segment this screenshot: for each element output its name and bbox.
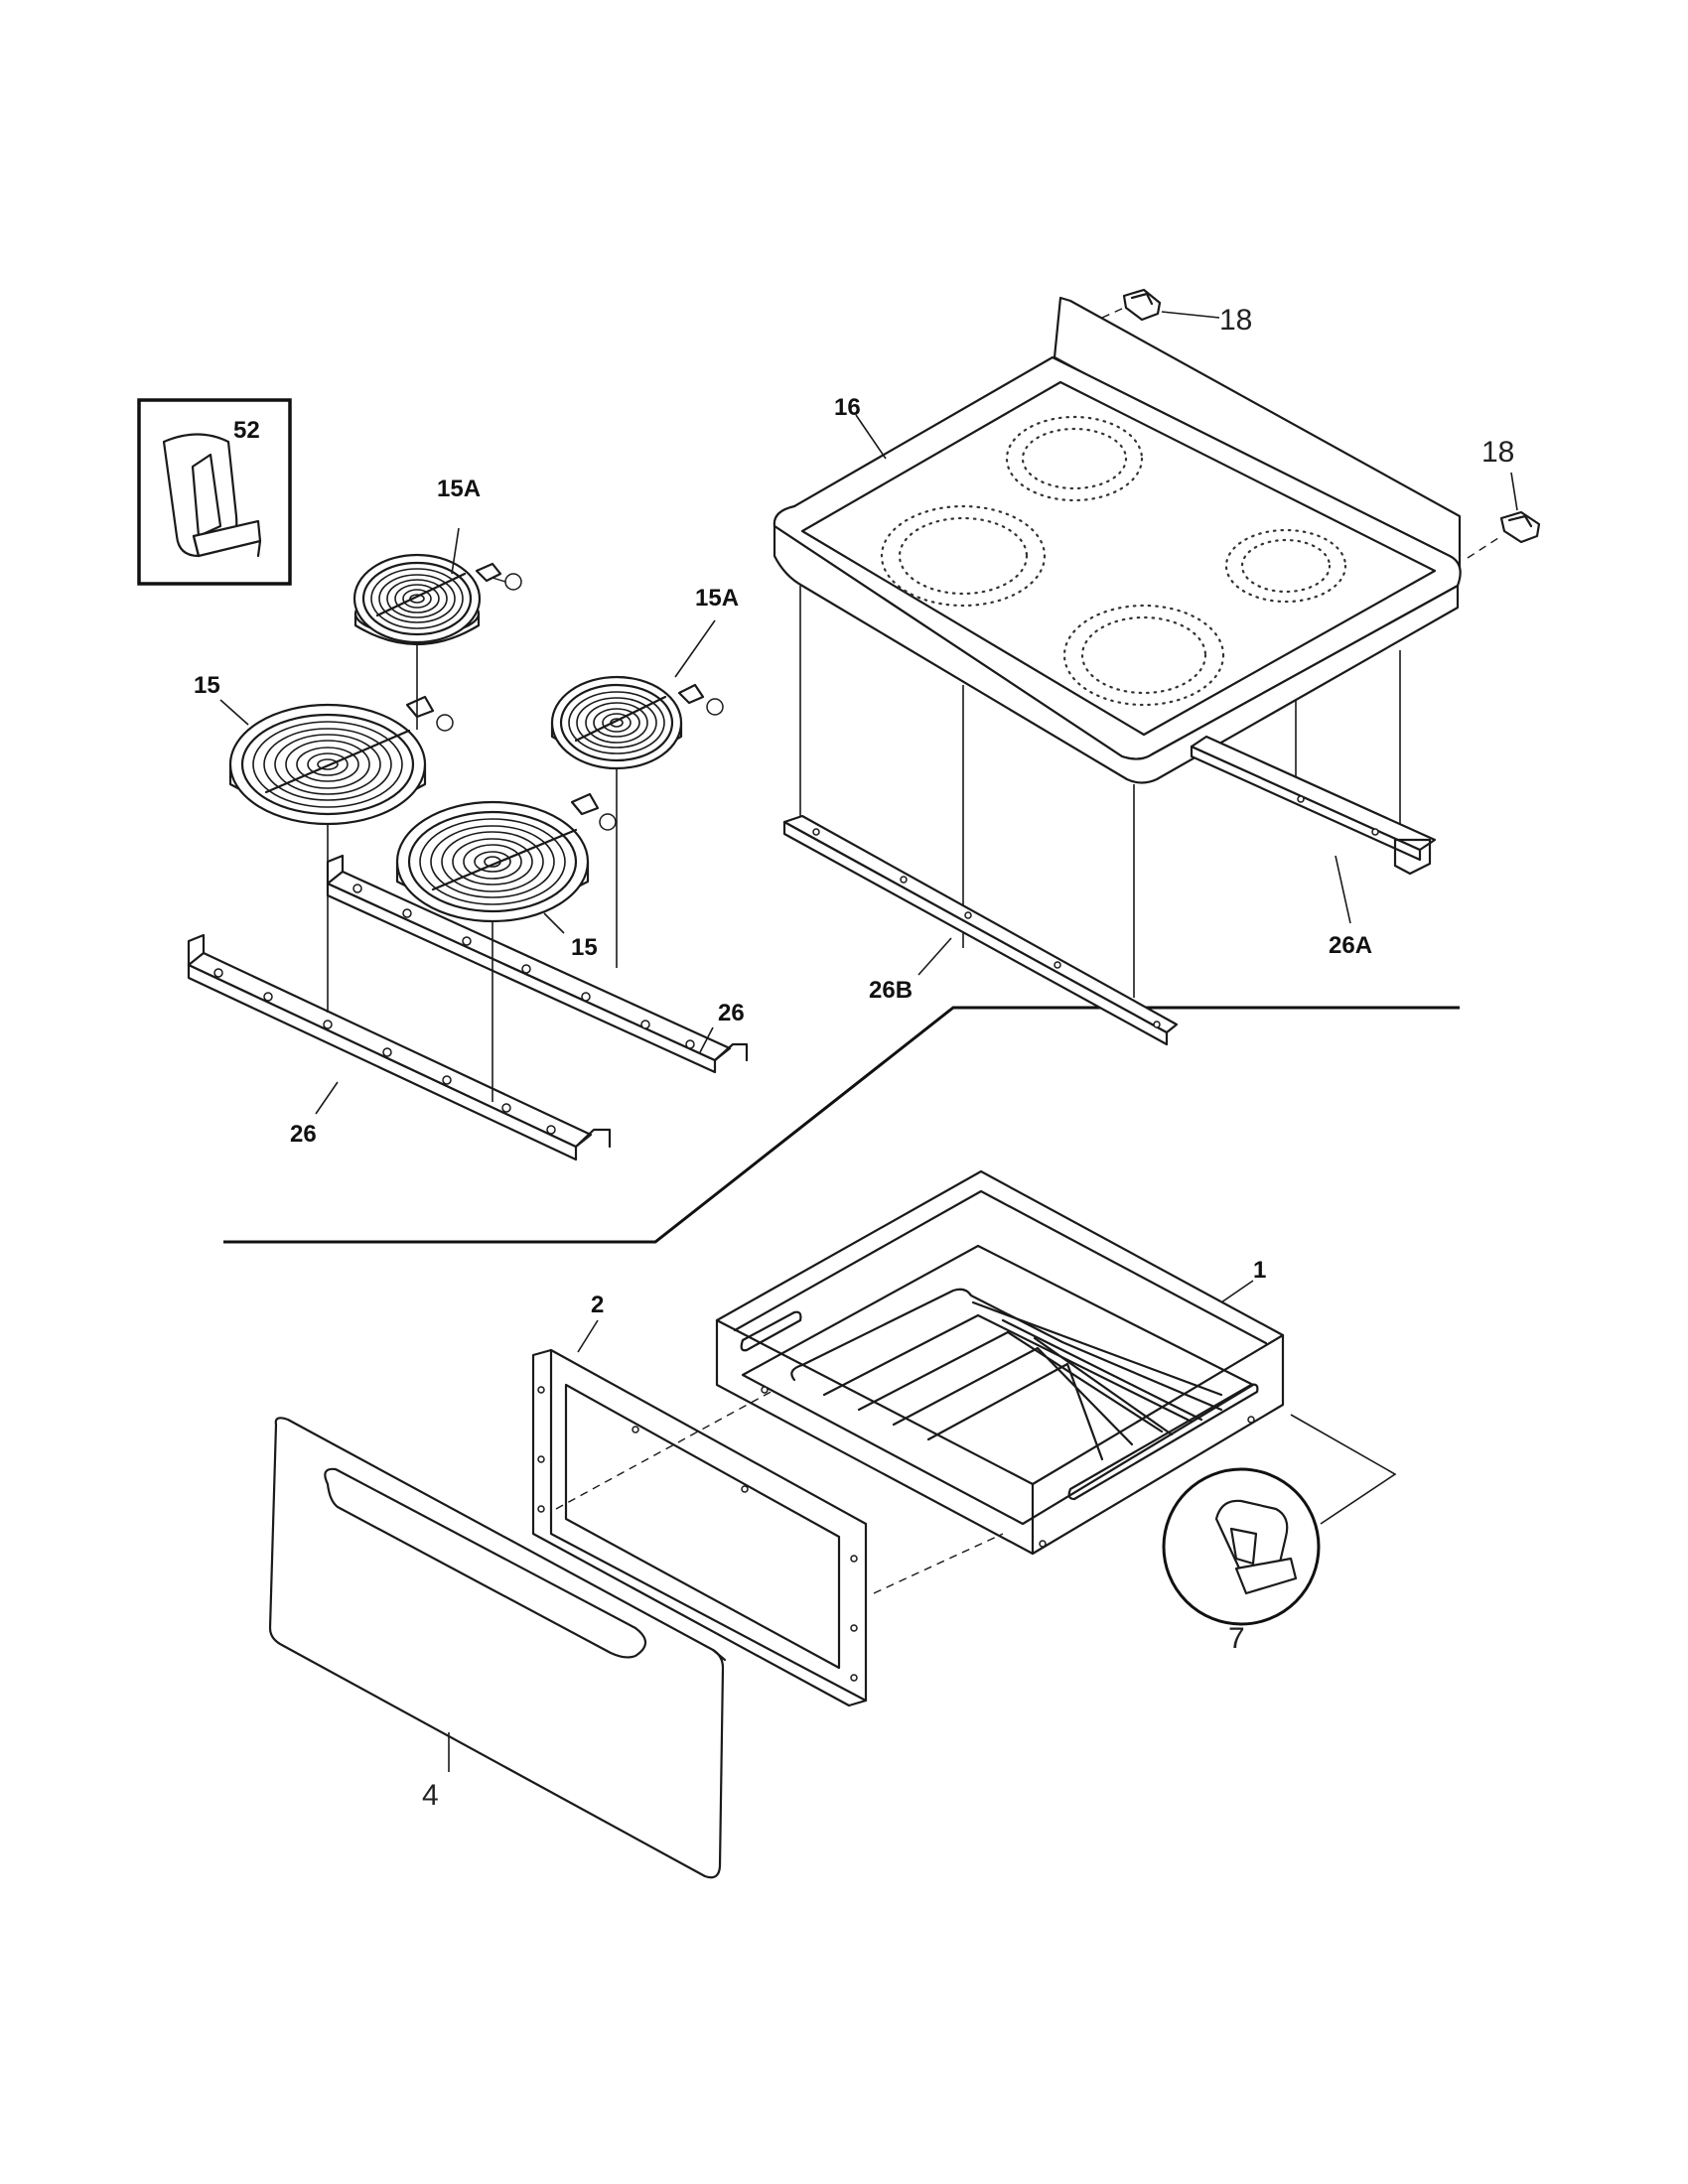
cooktop-glass [800, 380, 1437, 737]
leader-18-top [1161, 311, 1220, 319]
callout-52: 52 [233, 417, 260, 444]
part-15-burner-center [395, 792, 617, 923]
drawer-back-rim [733, 1189, 1268, 1345]
callout-15A-right: 15A [695, 585, 739, 612]
callout-15A-top: 15A [437, 476, 481, 502]
callout-15-center: 15 [571, 934, 598, 961]
leader-15A-right [674, 619, 716, 678]
cooktop-backguard [1053, 296, 1462, 578]
section-divider-line [223, 1006, 1460, 1244]
part-26B-rail [782, 814, 1179, 1046]
leader-1 [1220, 1280, 1254, 1303]
callout-26-left: 26 [290, 1121, 317, 1148]
part-1-drawer-box [715, 1169, 1285, 1556]
part-26-bracket-right [326, 854, 749, 1074]
callout-15-left: 15 [194, 672, 220, 699]
part-18-clip-right [1467, 510, 1541, 559]
callout-26B: 26B [869, 977, 913, 1004]
part-52-knob-inset [137, 398, 292, 586]
part-7-clip-detail [1162, 1414, 1397, 1626]
leader-26-left [315, 1081, 339, 1115]
knob-base-edge [192, 534, 262, 558]
burner-alignment-lines [327, 643, 618, 1102]
callout-leaders [219, 311, 1518, 1772]
leader-2 [577, 1319, 599, 1353]
part-15-burner-left [228, 695, 454, 826]
detail-leader [1290, 1414, 1397, 1525]
leader-15-center [543, 912, 565, 934]
callout-16: 16 [834, 394, 861, 421]
callout-7: 7 [1228, 1622, 1245, 1655]
cooktop-alignment-lines [799, 586, 1401, 998]
part-2-drawer-frame [531, 1348, 868, 1707]
callout-4: 4 [422, 1779, 439, 1812]
leader-26B [917, 937, 952, 976]
drawer-alignment-dashed-2 [873, 1533, 1004, 1594]
leader-26-right [699, 1026, 714, 1053]
callout-18-top: 18 [1219, 304, 1252, 337]
callout-18-right: 18 [1481, 436, 1514, 469]
drawer-box-outer [715, 1169, 1285, 1556]
part-4-drawer-front-panel [268, 1417, 727, 1879]
part-16-cooktop [773, 296, 1462, 784]
inset-frame [137, 398, 292, 586]
callout-26A: 26A [1329, 932, 1372, 959]
part-26A-rail [1190, 735, 1437, 876]
callout-2: 2 [591, 1292, 604, 1318]
leader-16 [855, 414, 887, 460]
leader-15A-top [451, 527, 460, 575]
leader-18-right [1510, 472, 1518, 511]
leader-26A [1335, 855, 1351, 924]
part-15A-burner-top [352, 553, 522, 646]
callout-26-right: 26 [718, 1000, 745, 1026]
callout-1: 1 [1253, 1257, 1266, 1284]
part-18-clip-top [1101, 288, 1162, 322]
leader-15-left [219, 699, 249, 726]
drawer-handle-recess [324, 1467, 647, 1659]
part-26-bracket-left [187, 933, 612, 1161]
cooktop-front-edge [773, 524, 1460, 784]
cooktop-surface-frame [773, 355, 1462, 760]
part-15A-burner-right [550, 675, 724, 770]
